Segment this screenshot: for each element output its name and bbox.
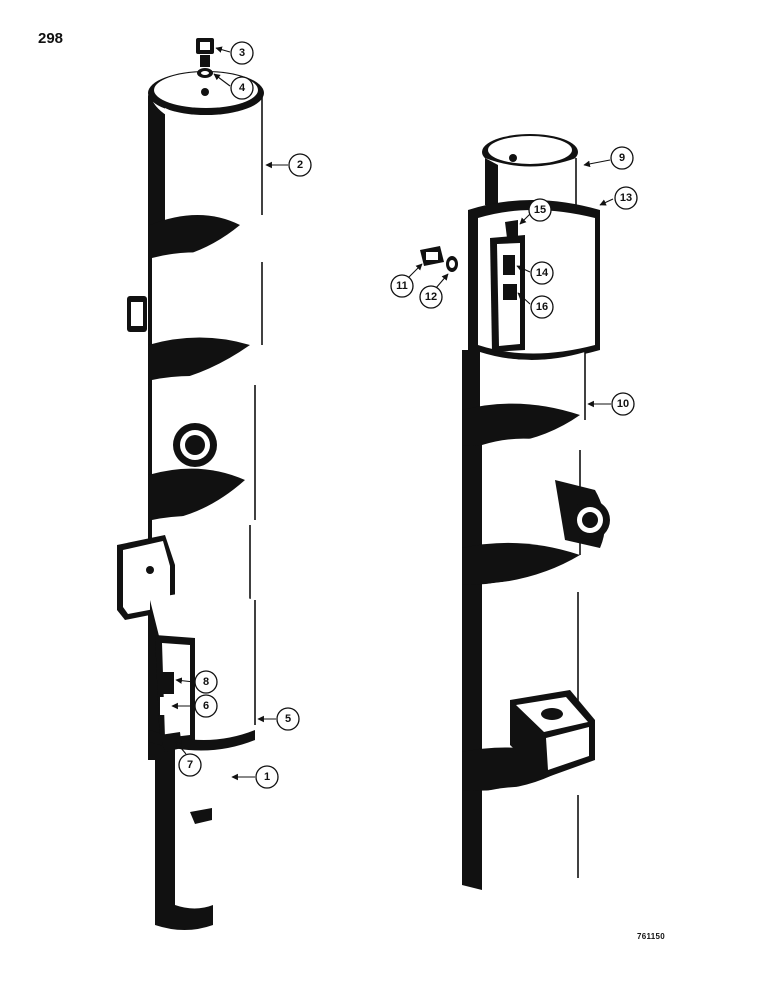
callout-4: 4 [213, 73, 254, 100]
svg-text:6: 6 [203, 700, 209, 712]
svg-text:3: 3 [239, 47, 245, 59]
svg-text:9: 9 [619, 152, 625, 164]
callout-8: 8 [175, 670, 218, 694]
svg-text:8: 8 [203, 676, 209, 688]
svg-text:4: 4 [239, 82, 246, 94]
cap-part-9 [482, 134, 578, 214]
right-column-assembly [420, 134, 610, 890]
callout-12: 12 [419, 273, 449, 309]
callout-7: 7 [175, 741, 202, 777]
callout-9: 9 [583, 146, 634, 170]
bolt-part-3 [196, 38, 214, 67]
svg-text:16: 16 [536, 301, 548, 313]
callout-3: 3 [215, 41, 254, 65]
svg-text:11: 11 [396, 280, 408, 292]
mounting-block [510, 690, 595, 778]
callout-5: 5 [257, 707, 300, 731]
tube-part-10 [462, 350, 610, 890]
svg-text:2: 2 [297, 159, 303, 171]
callout-1: 1 [231, 765, 279, 789]
page-number: 298 [38, 30, 64, 47]
callout-15: 15 [519, 198, 552, 225]
callout-14: 14 [516, 261, 554, 285]
left-column-assembly [117, 71, 264, 930]
svg-text:15: 15 [534, 204, 546, 216]
callout-10: 10 [587, 392, 635, 416]
screw-part-11 [420, 246, 444, 266]
svg-text:10: 10 [617, 398, 629, 410]
svg-text:7: 7 [187, 759, 193, 771]
washer-part-4 [197, 68, 213, 78]
callout-2: 2 [265, 153, 312, 177]
svg-text:1: 1 [264, 771, 270, 783]
callout-6: 6 [171, 694, 218, 718]
svg-text:14: 14 [536, 267, 549, 279]
figure-code: 761150 [637, 932, 666, 941]
tube-part-2 [127, 71, 264, 760]
svg-text:5: 5 [285, 713, 291, 725]
washer-part-12 [446, 256, 458, 272]
callout-11: 11 [390, 263, 423, 298]
callout-13: 13 [599, 186, 638, 210]
shaft-part-1 [155, 760, 213, 930]
callout-16: 16 [517, 292, 554, 319]
svg-text:13: 13 [620, 192, 632, 204]
svg-text:12: 12 [425, 291, 437, 303]
